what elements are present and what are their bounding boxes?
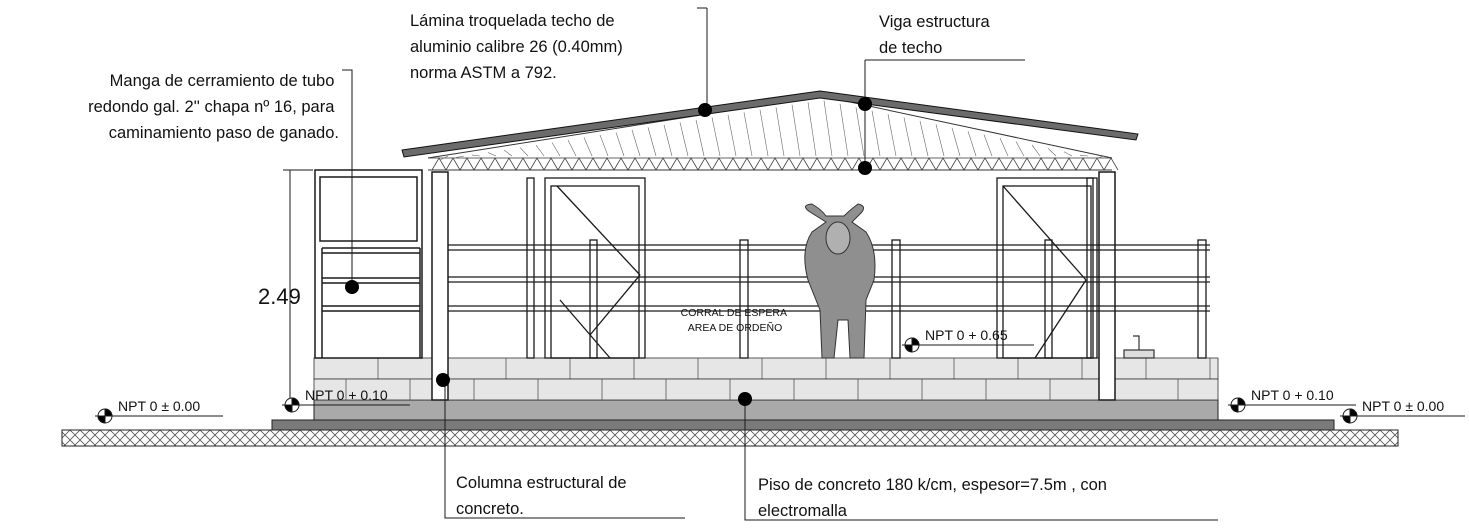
npt-slab-left-label: NPT 0 + 0.10 (305, 387, 388, 403)
npt-marker-platform (902, 337, 1034, 353)
npt-ground-right-label: NPT 0 ± 0.00 (1362, 398, 1444, 414)
npt-marker-ground-left (95, 408, 223, 424)
leader-lines (342, 7, 1218, 521)
height-dimension-value: 2.49 (258, 284, 301, 309)
npt-marker-ground-right (1340, 408, 1465, 424)
leader-dots (345, 97, 872, 406)
column-label: Columna estructural de concreto. (456, 474, 631, 518)
corral-label: CORRAL DE ESPERA AREA DE ORDEÑO (681, 307, 790, 334)
roof-beam-label: Viga estructura de techo (879, 13, 994, 57)
roof-sheet (401, 90, 1139, 158)
faucet-icon (1123, 335, 1155, 359)
npt-ground-left-label: NPT 0 ± 0.00 (118, 398, 200, 414)
fence-sleeve-label: Manga de cerramiento de tubo redondo gal… (88, 72, 339, 142)
cow-illustration (804, 203, 876, 359)
roof-sheet-label: Lámina troquelada techo de aluminio cali… (410, 12, 627, 82)
floor-label: Piso de concreto 180 k/cm, espesor=7.5m … (758, 476, 1112, 520)
floor-slab (313, 399, 1219, 421)
brick-platform (313, 357, 1219, 401)
ground-hatch (61, 429, 1399, 447)
npt-level-markers (95, 337, 1465, 424)
roof-truss (427, 95, 1119, 171)
npt-marker-slab-left (282, 397, 410, 413)
npt-marker-slab-right (1228, 397, 1356, 413)
fence-sleeve (314, 169, 423, 359)
structural-columns (431, 171, 1116, 401)
base-slab (271, 419, 1335, 431)
npt-slab-right-label: NPT 0 + 0.10 (1251, 387, 1334, 403)
height-dimension (283, 169, 313, 400)
npt-platform-label: NPT 0 + 0.65 (925, 327, 1008, 343)
